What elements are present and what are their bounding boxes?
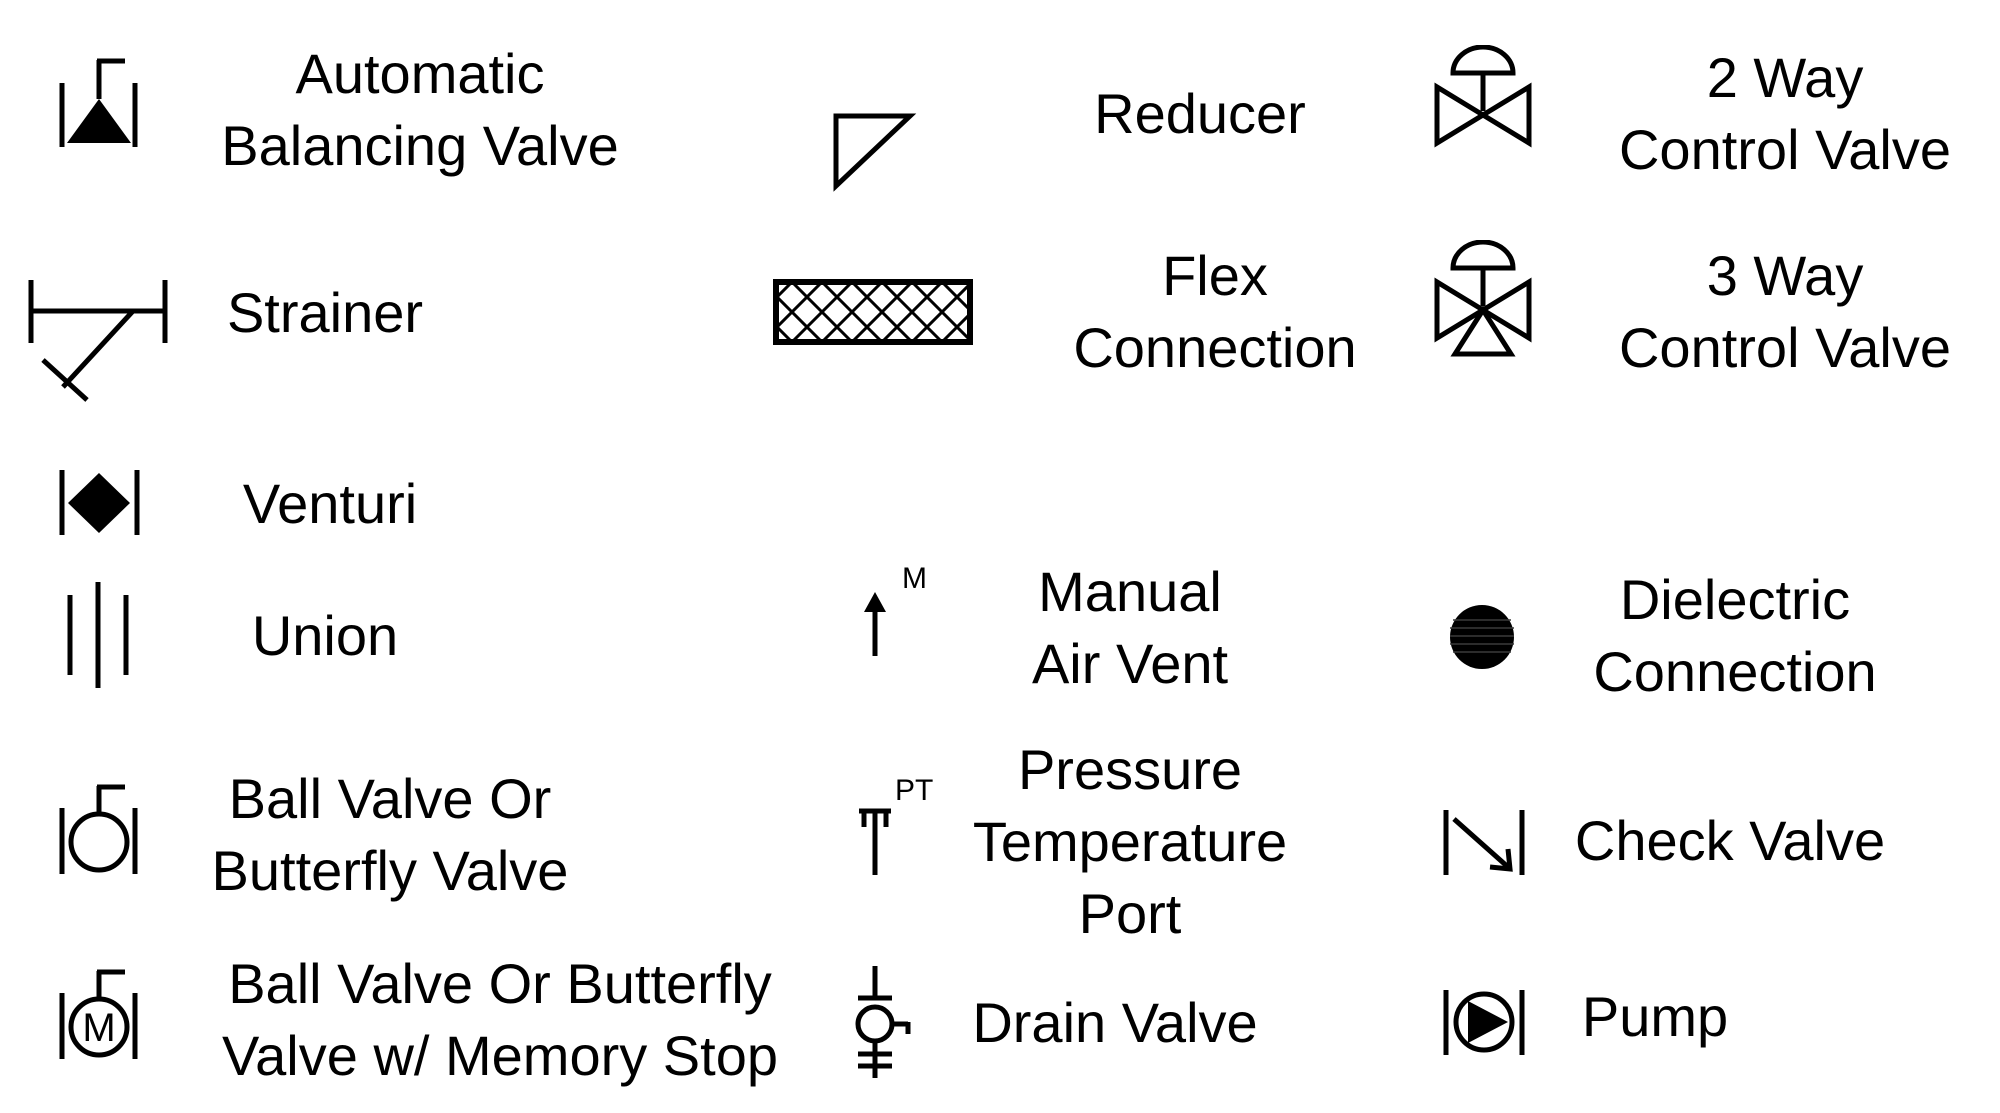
ball-butterfly-memory-stop-icon: M [59,969,138,1059]
reducer-icon [833,113,917,192]
check-valve-label: Check Valve [1574,809,1886,872]
strainer-icon [28,280,168,402]
three-way-control-valve-icon [1434,240,1532,357]
venturi-label: Venturi [242,472,418,535]
ball-butterfly-memory-stop-label: Ball Valve Or Butterfly Valve w/ Memory … [221,952,779,1087]
union-label: Union [251,604,399,667]
pump-icon [1443,990,1525,1055]
dielectric-connection-label: Dielectric Connection [1593,568,1877,703]
motor-letter: M [82,1006,115,1050]
manual-air-vent-icon [864,592,886,656]
three-way-control-valve-label: 3 Way Control Valve [1618,244,1951,379]
manual-air-vent-label: Manual Air Vent [1031,560,1229,695]
union-icon [67,582,129,688]
flex-connection-label: Flex Connection [1073,244,1357,379]
dielectric-connection-icon [1450,605,1514,669]
ball-butterfly-valve-label: Ball Valve Or Butterfly Valve [211,767,569,902]
automatic-balancing-valve-label: Automatic Balancing Valve [221,42,619,177]
automatic-balancing-valve-icon [59,58,138,147]
ball-butterfly-valve-icon [59,784,138,874]
two-way-control-valve-icon [1434,45,1532,148]
drain-valve-label: Drain Valve [972,991,1258,1054]
check-valve-icon [1443,810,1525,875]
two-way-control-valve-label: 2 Way Control Valve [1618,46,1951,181]
pump-label: Pump [1581,985,1729,1048]
pressure-temperature-port-tag: PT [895,774,934,807]
reducer-label: Reducer [1094,82,1306,145]
manual-air-vent-tag: M [902,562,927,595]
pressure-temperature-port-icon [859,808,891,875]
flex-connection-icon [773,279,973,345]
venturi-icon [59,470,140,535]
pressure-temperature-port-label: Pressure Temperature Port [972,738,1288,945]
drain-valve-icon [855,966,911,1078]
strainer-label: Strainer [226,281,424,344]
